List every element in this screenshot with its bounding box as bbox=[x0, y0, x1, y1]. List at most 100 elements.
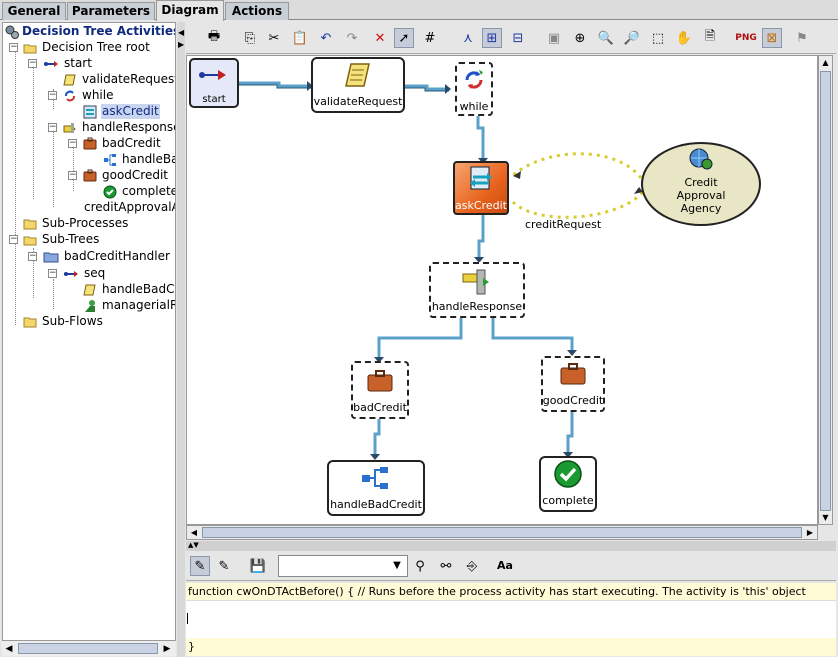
script-select[interactable]: ▼ bbox=[278, 555, 408, 577]
canvas-vertical-scrollbar[interactable]: ▲ ▼ bbox=[818, 55, 833, 525]
layout-orthogonal-icon[interactable]: ⊞ bbox=[482, 28, 502, 48]
tree-item-seq[interactable]: seq bbox=[63, 266, 106, 281]
node-badcredit[interactable]: badCredit bbox=[351, 361, 409, 419]
scroll-thumb[interactable] bbox=[820, 71, 831, 511]
export-png-icon[interactable]: PNG bbox=[735, 33, 757, 43]
flag-icon[interactable]: ⚑ bbox=[796, 30, 808, 46]
collapse-toggle[interactable]: − bbox=[9, 234, 18, 244]
tree-item-badcredit[interactable]: badCredit bbox=[83, 136, 162, 151]
tree-horizontal-scrollbar[interactable]: ◀ ▶ bbox=[2, 640, 176, 656]
font-button[interactable]: Aa bbox=[497, 559, 513, 572]
script-after-icon[interactable]: ✎ bbox=[218, 558, 230, 574]
scroll-left-arrow-icon[interactable]: ◀ bbox=[190, 528, 198, 537]
collapse-toggle[interactable]: − bbox=[28, 251, 37, 261]
node-askcredit[interactable]: askCredit bbox=[453, 161, 509, 215]
cut-icon[interactable]: ✂ bbox=[268, 30, 280, 46]
expand-right-icon[interactable]: ▶ bbox=[178, 40, 185, 49]
tab-actions[interactable]: Actions bbox=[225, 2, 289, 20]
tree-item-decision-tree-root[interactable]: Decision Tree root bbox=[23, 40, 151, 55]
scroll-right-arrow-icon[interactable]: ▶ bbox=[163, 644, 171, 654]
save-icon[interactable]: 💾 bbox=[249, 558, 267, 574]
scroll-down-arrow-icon[interactable]: ▼ bbox=[822, 513, 829, 522]
node-handlebadcredit[interactable]: handleBadCredit bbox=[327, 460, 425, 516]
loop-icon bbox=[465, 70, 483, 89]
grid-icon[interactable]: # bbox=[424, 30, 436, 46]
print-icon[interactable]: 🖶 bbox=[207, 29, 221, 44]
human-task-icon bbox=[83, 299, 97, 312]
activity-tree[interactable]: Decision Tree Activities − Decision Tree… bbox=[2, 22, 176, 656]
zoom-actual-icon[interactable]: ▣ bbox=[547, 30, 561, 46]
splitter[interactable]: ◀ ▶ bbox=[177, 22, 185, 657]
tree-item-handlebadcredit-2[interactable]: handleBadCredit bbox=[83, 282, 175, 297]
scroll-up-arrow-icon[interactable]: ▲ bbox=[822, 58, 829, 67]
tab-general[interactable]: General bbox=[2, 2, 66, 20]
chevron-down-icon[interactable]: ▼ bbox=[393, 560, 401, 571]
layout-tree-icon[interactable]: ⋏ bbox=[463, 30, 473, 46]
collapse-toggle[interactable]: − bbox=[48, 90, 57, 100]
scroll-thumb[interactable] bbox=[18, 643, 158, 654]
redo-icon[interactable]: ↷ bbox=[346, 30, 358, 46]
collapse-toggle[interactable]: − bbox=[28, 58, 37, 68]
diagram-canvas[interactable]: start validateRequest while askCredit Cr… bbox=[186, 55, 818, 525]
node-complete[interactable]: complete bbox=[539, 456, 597, 512]
node-credit-approval-agency[interactable]: Credit Approval Agency bbox=[641, 142, 761, 226]
node-validaterequest[interactable]: validateRequest bbox=[311, 57, 405, 113]
select-pointer-icon[interactable]: ➚ bbox=[394, 28, 414, 48]
collapse-toggle[interactable]: − bbox=[68, 170, 77, 180]
zoom-area-icon[interactable]: ⬚ bbox=[651, 30, 665, 46]
zoom-in-icon[interactable]: 🔍 bbox=[597, 30, 615, 46]
tree-item-handlebadcredit[interactable]: handleBadCredit bbox=[103, 152, 175, 167]
scroll-thumb[interactable] bbox=[202, 527, 802, 538]
node-handleresponse[interactable]: handleResponse bbox=[429, 262, 525, 318]
tree-item-handleresponse[interactable]: handleResponse bbox=[63, 120, 175, 135]
editor-splitter[interactable]: ▲▼ bbox=[186, 541, 836, 551]
collapse-toggle[interactable]: − bbox=[68, 138, 77, 148]
collapse-left-icon[interactable]: ◀ bbox=[178, 28, 185, 37]
folder-icon bbox=[23, 218, 37, 230]
tree-item-complete[interactable]: complete bbox=[103, 184, 175, 199]
tree-item-validaterequest[interactable]: validateRequest bbox=[63, 72, 175, 87]
find-binoculars-icon[interactable]: ⚲ bbox=[415, 558, 425, 574]
preview-icon[interactable]: 🗎 bbox=[704, 29, 716, 44]
layout-flow-icon[interactable]: ⊟ bbox=[512, 30, 524, 46]
split-arrows-icon[interactable]: ▲▼ bbox=[188, 541, 199, 549]
script-footer-line: } bbox=[186, 638, 836, 656]
undo-icon[interactable]: ↶ bbox=[320, 30, 332, 46]
tree-item-sub-trees[interactable]: Sub-Trees bbox=[23, 232, 100, 247]
diagram-edges bbox=[239, 81, 645, 460]
node-start[interactable]: start bbox=[189, 58, 239, 108]
paste-icon[interactable]: 📋 bbox=[291, 30, 309, 46]
copy-icon[interactable]: ⎘ bbox=[244, 30, 256, 46]
collapse-toggle[interactable]: − bbox=[48, 122, 57, 132]
tree-item-start[interactable]: start bbox=[43, 56, 93, 71]
tree-item-askcredit[interactable]: askCredit bbox=[83, 104, 160, 119]
tab-bar: General Parameters Diagram Actions bbox=[0, 0, 838, 21]
tree-item-goodcredit[interactable]: goodCredit bbox=[83, 168, 169, 183]
delete-icon[interactable]: ✕ bbox=[374, 30, 386, 46]
tree-item-sub-flows[interactable]: Sub-Flows bbox=[23, 314, 104, 329]
tree-item-creditapprovalagency[interactable]: creditApprovalAgency bbox=[84, 200, 175, 214]
zoom-fit-icon[interactable]: ⊕ bbox=[574, 30, 586, 46]
collapse-toggle[interactable]: − bbox=[9, 42, 18, 52]
pan-hand-icon[interactable]: ✋ bbox=[675, 30, 693, 46]
tab-parameters[interactable]: Parameters bbox=[67, 2, 155, 20]
tab-diagram[interactable]: Diagram bbox=[156, 0, 224, 21]
tree-item-sub-processes[interactable]: Sub-Processes bbox=[23, 216, 129, 231]
node-while[interactable]: while bbox=[455, 62, 493, 116]
goto-line-icon[interactable]: ⎆ bbox=[466, 558, 478, 574]
node-goodcredit[interactable]: goodCredit bbox=[541, 356, 605, 412]
scroll-left-arrow-icon[interactable]: ◀ bbox=[5, 644, 13, 654]
overview-icon[interactable]: ⊠ bbox=[762, 28, 782, 48]
script-before-icon[interactable]: ✎ bbox=[190, 556, 210, 576]
scroll-right-arrow-icon[interactable]: ▶ bbox=[806, 528, 814, 537]
collapse-toggle[interactable]: − bbox=[48, 268, 57, 278]
find-replace-icon[interactable]: ⚯ bbox=[440, 558, 452, 574]
agency-label-line-3: Agency bbox=[680, 202, 722, 215]
tree-root[interactable]: Decision Tree Activities bbox=[5, 24, 175, 39]
tree-item-managerialreview[interactable]: managerialReview bbox=[83, 298, 175, 313]
zoom-out-icon[interactable]: 🔎 bbox=[623, 30, 641, 46]
canvas-horizontal-scrollbar[interactable]: ◀ ▶ bbox=[186, 525, 818, 540]
script-editor-area[interactable] bbox=[186, 601, 836, 638]
tree-item-while[interactable]: while bbox=[63, 88, 114, 103]
tree-item-badcredithandler[interactable]: badCreditHandler bbox=[43, 249, 171, 264]
